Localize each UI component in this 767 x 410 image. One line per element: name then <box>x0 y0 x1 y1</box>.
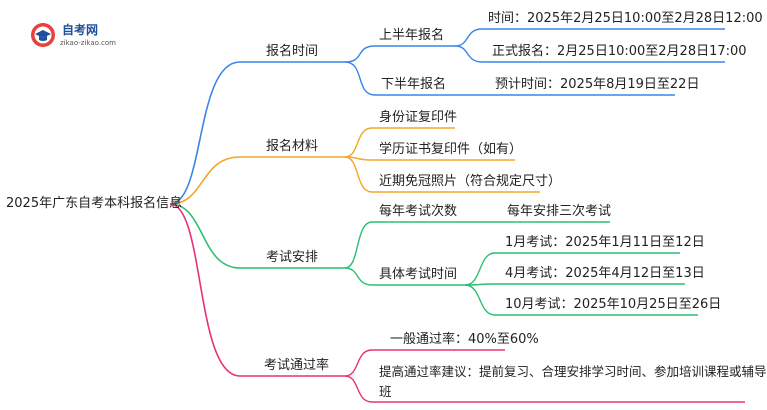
connector-pass-2 <box>344 375 373 403</box>
connector-root-time <box>169 61 241 205</box>
leaf-improve-suggestion-line2: 班 <box>379 384 392 399</box>
leaf-exam-jan: 1月考试：2025年1月11日至12日 <box>505 235 705 250</box>
connector-exam-time <box>344 267 373 286</box>
connector-h1-b <box>454 45 483 63</box>
connector-mat-1 <box>344 127 373 158</box>
branch-materials: 报名材料 <box>266 139 319 154</box>
logo-name: 自考网 <box>62 23 99 37</box>
graduation-cap-icon <box>31 23 55 47</box>
branch-registration-time: 报名时间 <box>266 44 319 59</box>
leaf-photo: 近期免冠照片（符合规定尺寸） <box>379 174 562 189</box>
leaf-exam-apr: 4月考试：2025年4月12日至13日 <box>505 266 705 281</box>
connector-mat-3 <box>344 156 373 193</box>
branch-exam-schedule: 考试安排 <box>266 250 319 265</box>
node-exam-count: 每年考试次数 <box>379 204 458 219</box>
node-second-half: 下半年报名 <box>381 77 447 92</box>
leaf-exam-oct: 10月考试：2025年10月25日至26日 <box>505 297 722 312</box>
leaf-diploma-copy: 学历证书复印件（如有） <box>379 142 523 157</box>
leaf-first-half-time: 时间：2025年2月25日10:00至2月28日12:00 <box>488 11 763 26</box>
leaf-id-copy: 身份证复印件 <box>379 110 458 125</box>
connector-root-passrate <box>169 203 241 377</box>
logo-url: zikao-zikao.com <box>60 39 116 47</box>
connector-h1-a <box>454 28 483 47</box>
connector-time-h2 <box>344 61 376 96</box>
leaf-improve-suggestion-line1: 提高通过率建议：提前复习、合理安排学习时间、参加培训课程或辅导 <box>379 364 767 379</box>
connector-exam-jan <box>464 252 496 286</box>
connector-exam-count <box>344 221 373 269</box>
root-node: 2025年广东自考本科报名信息 <box>6 196 183 211</box>
leaf-exam-count: 每年安排三次考试 <box>507 204 612 219</box>
node-first-half: 上半年报名 <box>379 28 445 43</box>
leaf-second-half-time: 预计时间：2025年8月19日至22日 <box>495 77 700 92</box>
connector-exam-oct <box>464 284 496 316</box>
connector-root-exam <box>169 203 241 269</box>
branch-pass-rate: 考试通过率 <box>264 358 330 373</box>
node-exam-time: 具体考试时间 <box>379 267 458 282</box>
leaf-first-half-formal: 正式报名：2月25日10:00至2月28日17:00 <box>492 44 747 59</box>
connector-pass-1 <box>344 349 373 377</box>
connector-time-h1 <box>344 45 376 63</box>
connector-root-materials <box>169 156 241 205</box>
leaf-general-pass-rate: 一般通过率：40%至60% <box>390 332 539 347</box>
mindmap-connectors <box>169 28 745 403</box>
site-logo: 自考网 zikao-zikao.com <box>22 20 142 56</box>
